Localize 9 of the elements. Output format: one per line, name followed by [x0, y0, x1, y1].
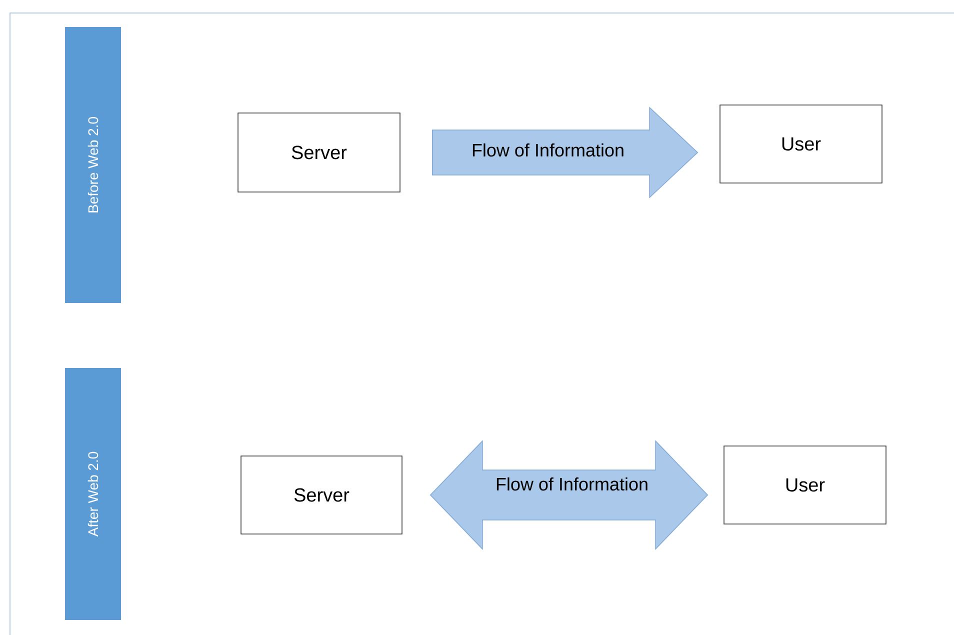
- process-box: Server: [240, 456, 402, 534]
- edge-label: Flow of Information: [496, 477, 648, 491]
- edge-label: Flow of Information: [472, 143, 624, 157]
- block-arrow: [432, 106, 698, 198]
- process-box: Server: [238, 112, 400, 192]
- side-band: After Web 2.0: [65, 368, 121, 620]
- process-box: User: [720, 104, 882, 184]
- process-box: User: [724, 446, 886, 524]
- side-band: Before Web 2.0: [65, 27, 121, 303]
